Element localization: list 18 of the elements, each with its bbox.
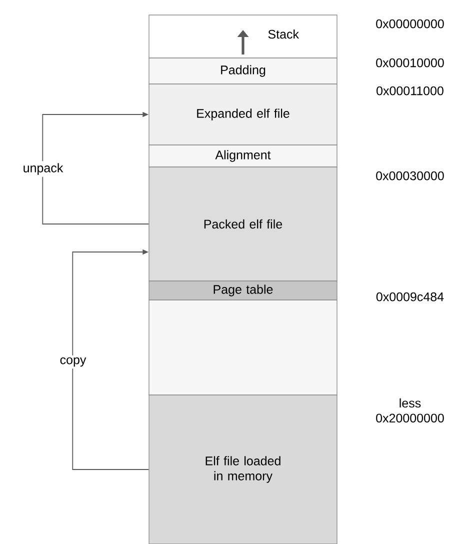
address-label: 0x00011000 [376, 86, 444, 96]
memory-block: Elf file loaded in memory [148, 394, 338, 544]
memory-block: Padding [148, 58, 338, 84]
address-label: less 0x20000000 [376, 398, 444, 423]
memory-block: Page table [148, 280, 338, 300]
memory-block: Alignment [148, 144, 338, 168]
address-label: 0x00030000 [376, 171, 444, 180]
arrow [72, 249, 150, 470]
edge-label: copy [58, 355, 88, 369]
memory-block: Packed elf file [148, 166, 338, 282]
arrow [42, 112, 150, 224]
edge-label: unpack [20, 161, 66, 177]
memory-block: Expanded elf file [148, 84, 338, 146]
address-label: 0x0009c484 [376, 292, 444, 302]
empty-block [148, 300, 338, 396]
address-label: 0x00010000 [376, 58, 444, 68]
stack-block: Stack [148, 14, 338, 58]
address-label: 0x00000000 [376, 19, 444, 28]
